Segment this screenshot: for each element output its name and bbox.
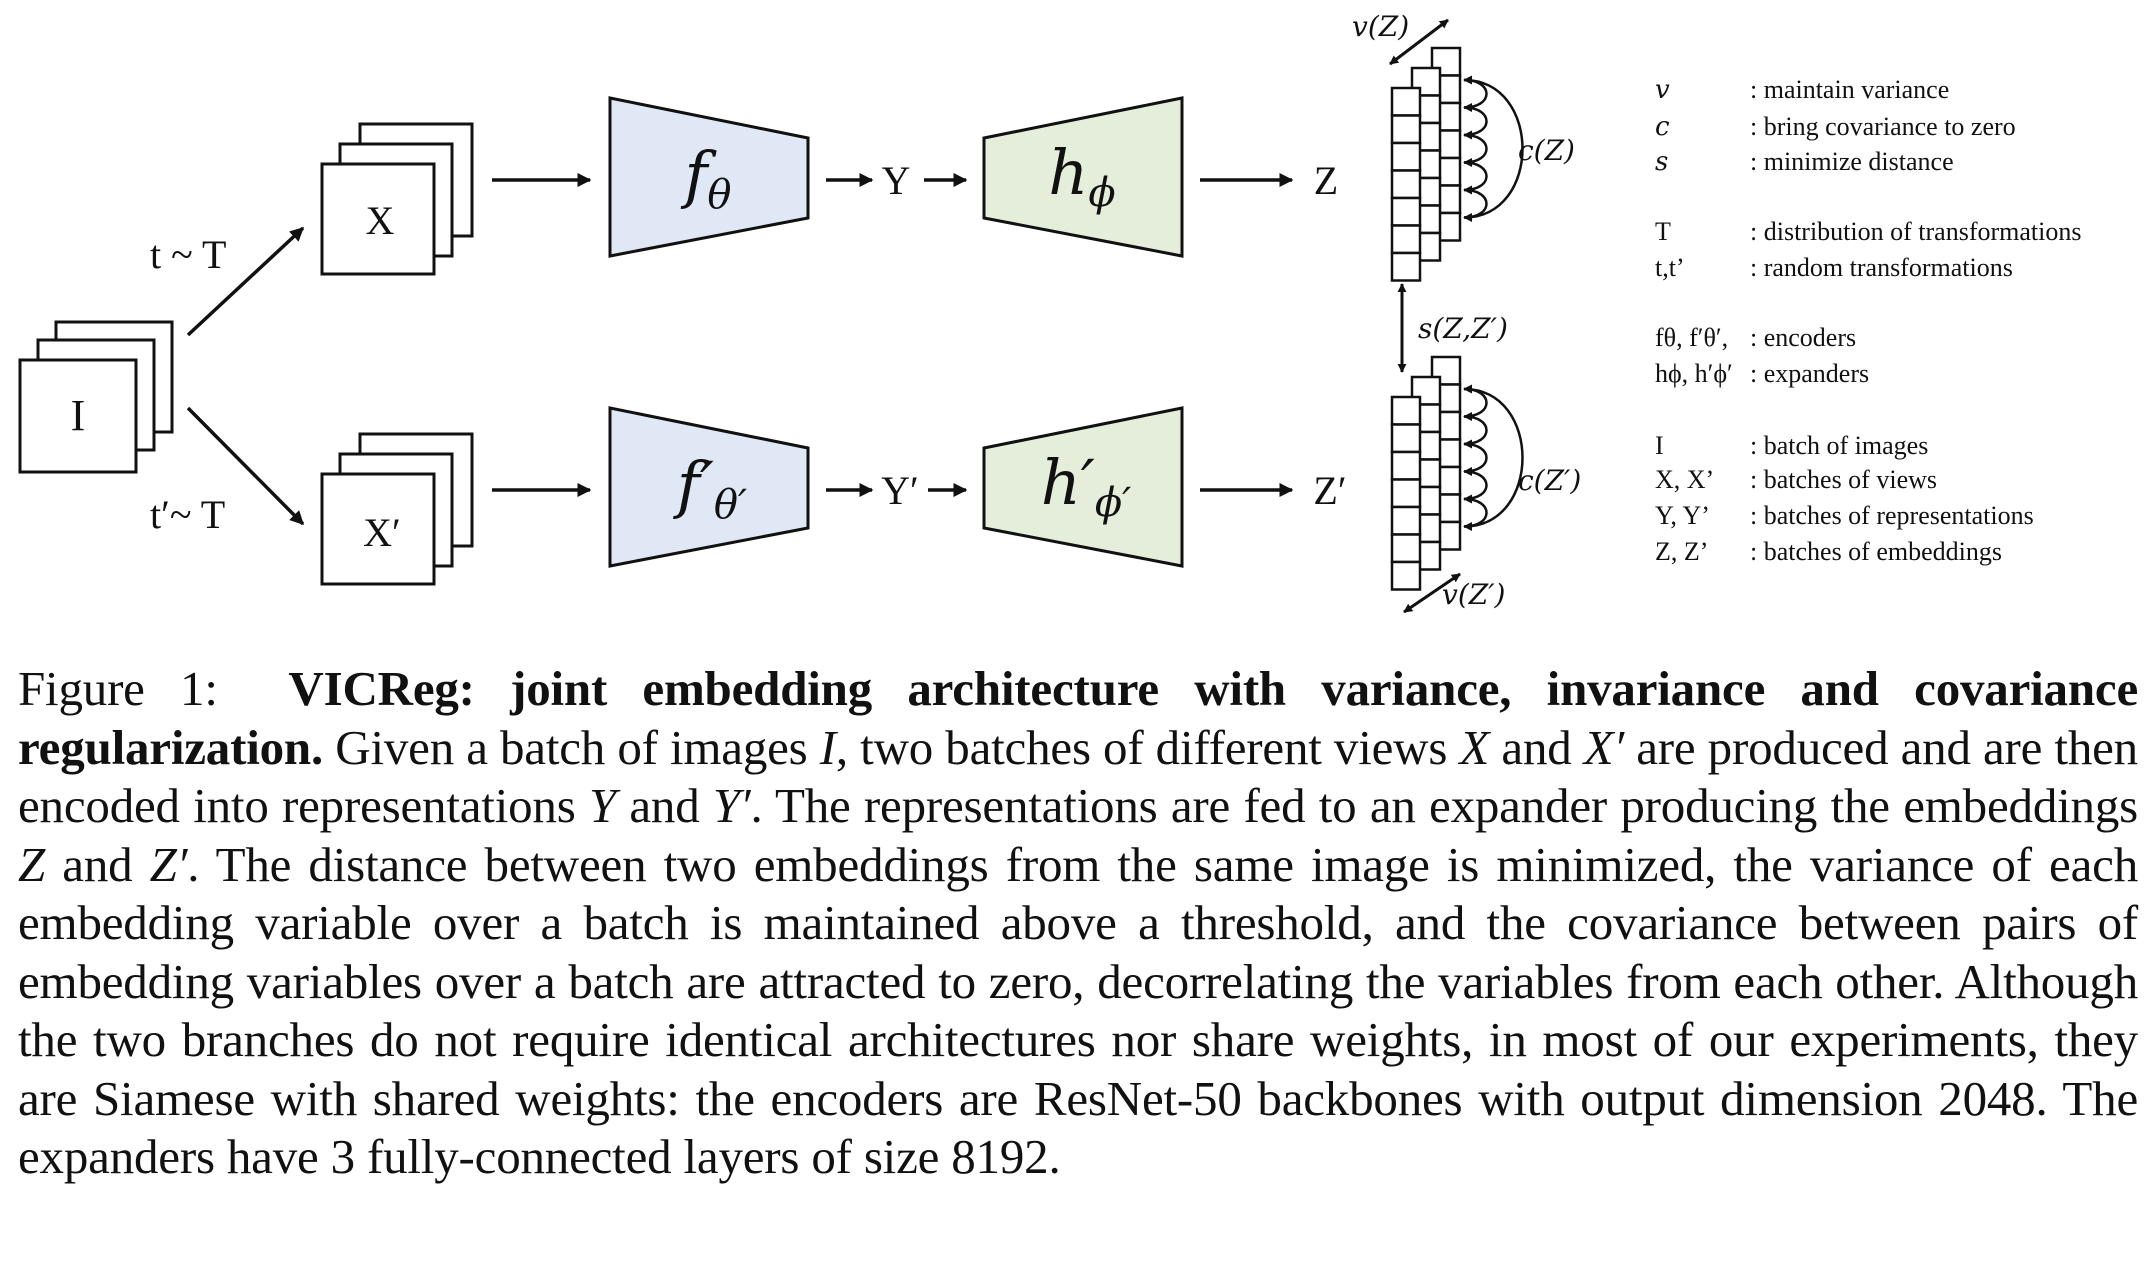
covariance-arc (1463, 133, 1488, 167)
covariance-arc (1463, 442, 1488, 476)
caption-text: and (616, 778, 713, 833)
covariance-label-bottom: c(Z′) (1518, 464, 1581, 497)
legend-key: Z, Z’ (1655, 537, 1708, 566)
legend-key: fθ, f′θ′, (1655, 323, 1728, 352)
embed-label-top: Z (1314, 158, 1338, 203)
embedding-cell (1390, 141, 1422, 172)
vicreg-architecture-diagram: I t ~ T t′~ T X X′ fθ f′θ′ Y Y′ hϕ h′ϕ′ (18, 10, 2081, 614)
embedding-cell (1390, 251, 1422, 282)
caption-math: X (1459, 719, 1490, 775)
legend-desc: : distribution of transformations (1750, 217, 2081, 246)
legend-key: t,t’ (1655, 253, 1685, 282)
variance-label-bottom: v(Z′) (1442, 578, 1505, 611)
legend-key: I (1655, 431, 1664, 460)
transform-label-bottom: t′~ T (150, 492, 225, 537)
caption-math: I (819, 719, 836, 775)
input-label: I (71, 391, 86, 440)
covariance-arc (1463, 470, 1488, 504)
legend-desc: : batches of embeddings (1750, 537, 2002, 566)
covariance-arc-long (1463, 387, 1524, 528)
embedding-cell (1390, 450, 1422, 481)
expander-label-bottom: h′ϕ′ (1041, 446, 1131, 526)
legend-key: s (1655, 147, 1668, 177)
covariance-arrows-top (1463, 75, 1524, 222)
encoder-label-bottom: f′θ′ (673, 448, 747, 528)
figure-caption: Figure 1: VICReg: joint embedding archit… (18, 660, 2138, 1187)
caption-text: and (45, 836, 150, 892)
legend-desc: : bring covariance to zero (1750, 112, 2016, 141)
embedding-cell (1390, 86, 1422, 117)
embedding-cell (1390, 423, 1422, 454)
embedding-cell (1390, 169, 1422, 200)
caption-text: , two batches of different views (835, 719, 1460, 775)
embedding-cell (1390, 505, 1422, 536)
embedding-cell (1390, 560, 1422, 591)
covariance-arc (1463, 415, 1488, 449)
view-stack-bottom (320, 432, 474, 586)
embedding-cell (1390, 196, 1422, 227)
caption-title: VICReg: joint embedding architecture wit… (18, 661, 2139, 775)
covariance-arc-long (1463, 78, 1524, 219)
embedding-cell (1390, 395, 1422, 426)
embedding-stack-top (1390, 46, 1462, 282)
covariance-label-top: c(Z) (1518, 134, 1575, 167)
caption-text: are produced and are then encoded into r… (18, 719, 2138, 834)
invariance-label: s(Z,Z′) (1418, 312, 1508, 345)
variance-label-top: v(Z) (1352, 10, 1409, 43)
expander-bottom (982, 406, 1184, 568)
embedding-cell (1390, 114, 1422, 145)
branch-arrow-top (186, 226, 305, 337)
legend-desc: : batch of images (1750, 431, 1928, 460)
embedding-cell (1390, 533, 1422, 564)
legend-key: T (1655, 217, 1671, 246)
embed-label-bottom: Z′ (1313, 468, 1346, 513)
variance-arrow-bottom (1403, 572, 1461, 614)
legend-desc: : maintain variance (1750, 75, 1949, 104)
encoder-top (608, 96, 810, 258)
legend-key: Y, Y’ (1655, 501, 1710, 530)
legend-desc: : minimize distance (1750, 147, 1954, 176)
caption-label: Figure 1: (18, 661, 218, 716)
repr-label-top: Y (882, 158, 911, 203)
branch-arrow-bottom (186, 406, 305, 526)
caption-text: . The distance between two embeddings fr… (18, 836, 2138, 1185)
caption-text: Given a batch of images (323, 719, 820, 775)
covariance-arrows-bottom (1463, 384, 1524, 531)
view-label-top: X (366, 198, 395, 243)
caption-math: Y′ (712, 778, 751, 833)
legend-key: X, X’ (1655, 465, 1714, 494)
legend-desc: : expanders (1750, 359, 1869, 388)
legend: v : maintain variance c : bring covariance … (1655, 75, 2081, 566)
caption-math: X′ (1583, 719, 1625, 775)
legend-desc: : batches of views (1750, 465, 1937, 494)
caption-math: Z′ (149, 836, 188, 892)
legend-desc: : encoders (1750, 323, 1856, 352)
caption-math: Z (18, 836, 46, 892)
view-stack-top (320, 122, 474, 276)
legend-key: hϕ, h′ϕ′ (1655, 359, 1733, 388)
repr-label-bottom: Y′ (881, 468, 919, 513)
variance-arrow-top (1389, 18, 1449, 66)
legend-key: c (1655, 112, 1670, 142)
caption-text: . The representations are fed to an expa… (750, 778, 2138, 833)
legend-key: v (1655, 75, 1670, 105)
expander-top (982, 96, 1184, 258)
legend-desc: : batches of representations (1750, 501, 2034, 530)
covariance-arc (1463, 106, 1488, 140)
view-label-bottom: X′ (363, 510, 401, 555)
caption-text: and (1489, 719, 1584, 775)
transform-label-top: t ~ T (150, 232, 226, 277)
expander-label-top: hϕ (1048, 136, 1115, 216)
encoder-bottom (608, 406, 810, 568)
embedding-cell (1390, 478, 1422, 509)
covariance-arc (1463, 161, 1488, 195)
caption-math: Y (588, 778, 617, 833)
embedding-stack-bottom (1390, 355, 1462, 591)
legend-desc: : random transformations (1750, 253, 2013, 282)
embedding-cell (1390, 224, 1422, 255)
input-image-stack (18, 320, 174, 474)
